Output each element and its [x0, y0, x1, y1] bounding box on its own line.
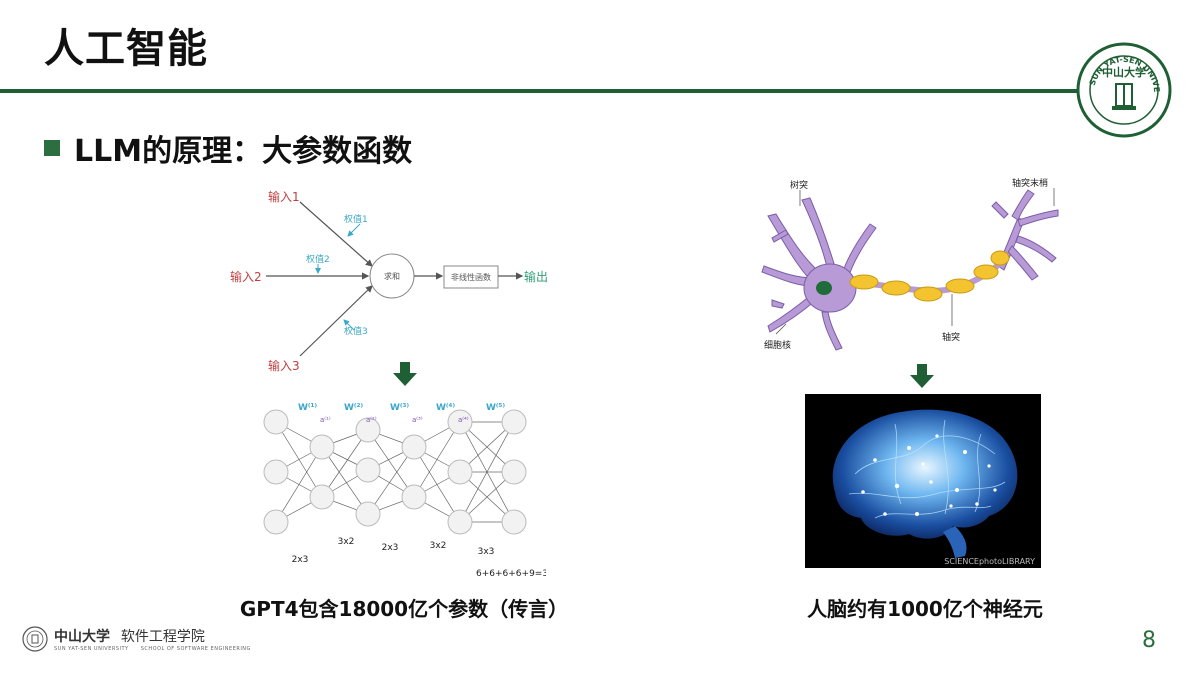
network-node [501, 459, 527, 485]
activation-label: a⁽³⁾ [412, 416, 423, 424]
layer-size-label: 3x2 [338, 537, 355, 547]
activation-label: 非线性函数 [451, 272, 491, 282]
network-node [355, 457, 381, 483]
nucleus-label: 细胞核 [764, 339, 791, 351]
input2-label: 输入2 [230, 269, 262, 284]
network-node [309, 484, 335, 510]
axon-terminal-label: 轴突末梢 [1012, 177, 1048, 189]
footer-seal-icon [22, 626, 48, 652]
output-label: 输出 [524, 269, 548, 284]
network-edge [367, 446, 415, 515]
weight1-label: 权值1 [344, 213, 368, 225]
footer: 中山大学 软件工程学院 SUN YAT-SEN UNIVERSITY SCHOO… [22, 626, 251, 652]
activation-label: a⁽²⁾ [366, 416, 377, 424]
network-node [447, 459, 473, 485]
weight-matrix-label: W⁽²⁾ [344, 403, 363, 413]
caption-left: GPT4包含18000亿个参数（传言） [239, 597, 569, 621]
image-credit: SCIENCEphotoLIBRARY [944, 557, 1035, 566]
layer-size-label: 3x2 [430, 541, 447, 551]
weight-matrix-label: W⁽¹⁾ [298, 403, 317, 413]
weight3-label: 权值3 [344, 325, 368, 337]
input3-label: 输入3 [268, 358, 300, 373]
network-edge [275, 446, 323, 523]
network-node [263, 509, 289, 535]
axon-label: 轴突 [942, 331, 960, 343]
network-node [501, 409, 527, 435]
weight-matrix-label: W⁽³⁾ [390, 403, 409, 413]
network-node [401, 484, 427, 510]
artificial-neuron-diagram: 输入1 输入2 输入3 权值1 权值2 权值3 求和 非线性函数 输出 [230, 189, 548, 373]
page-number: 8 [1142, 628, 1156, 653]
neural-network-diagram: W⁽¹⁾ W⁽²⁾ W⁽³⁾ W⁽⁴⁾ W⁽⁵⁾ a⁽¹⁾ a⁽²⁾ a⁽³⁾ a⁽⁴⁾ 2x3 3… [263, 403, 546, 579]
university-logo: SUN YAT-SEN UNIVERSITY 中山大学 [1076, 42, 1172, 138]
network-edge [413, 421, 461, 498]
footer-names: 中山大学 软件工程学院 SUN YAT-SEN UNIVERSITY SCHOO… [54, 626, 251, 652]
dendrite-label: 树突 [790, 179, 808, 191]
network-node [401, 434, 427, 460]
network-edge [367, 429, 415, 498]
layer-size-label: 2x3 [382, 543, 399, 553]
brain-image: SCIENCEphotoLIBRARY [805, 394, 1041, 568]
biological-neuron-diagram: 树突 轴突末梢 细胞核 轴突 [761, 177, 1059, 351]
parameter-total: 6+6+6+6+9=33 [476, 569, 546, 579]
network-edge [321, 429, 369, 498]
network-node [263, 409, 289, 435]
weight-matrix-label: W⁽⁵⁾ [486, 403, 505, 413]
bullet-square [44, 140, 60, 156]
footer-school-en: SCHOOL OF SOFTWARE ENGINEERING [140, 646, 251, 652]
network-edge [459, 421, 515, 523]
network-node [447, 409, 473, 435]
caption-right: 人脑约有1000亿个神经元 [807, 597, 1043, 621]
activation-label: a⁽⁴⁾ [458, 416, 469, 424]
network-node [447, 509, 473, 535]
logo-text-cn: 中山大学 [1102, 65, 1146, 79]
network-node [355, 501, 381, 527]
input1-label: 输入1 [268, 189, 300, 204]
layer-size-label: 2x3 [292, 555, 309, 565]
title-divider [0, 89, 1078, 93]
down-arrow-left [393, 362, 417, 386]
down-arrow-right [910, 364, 934, 388]
footer-university-en: SUN YAT-SEN UNIVERSITY [54, 646, 129, 652]
sum-label: 求和 [384, 271, 400, 281]
network-node [501, 509, 527, 535]
footer-university: 中山大学 [54, 629, 110, 645]
layer-size-label: 3x3 [478, 547, 495, 557]
network-node [309, 434, 335, 460]
network-edge [321, 446, 369, 515]
footer-school: 软件工程学院 [120, 629, 205, 645]
slide-title: 人工智能 [44, 26, 208, 72]
bullet-heading: LLM的原理：大参数函数 [44, 126, 412, 170]
weight-matrix-label: W⁽⁴⁾ [436, 403, 455, 413]
bullet-text: LLM的原理：大参数函数 [74, 134, 413, 169]
network-node [355, 417, 381, 443]
activation-label: a⁽¹⁾ [320, 416, 331, 424]
network-node [263, 459, 289, 485]
weight2-label: 权值2 [306, 253, 330, 265]
